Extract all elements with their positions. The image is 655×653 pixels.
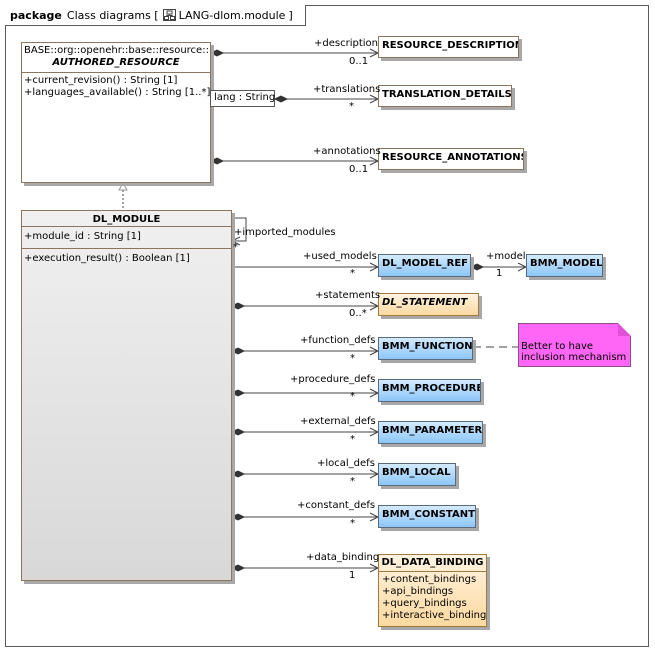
class-dl-model-ref[interactable]: DL_MODEL_REF bbox=[378, 254, 471, 277]
class-diagram-icon bbox=[162, 9, 176, 21]
frame-diagram-name[interactable]: LANG-dlom.module bbox=[178, 8, 286, 22]
authored-resource-header: BASE::org::openehr::base::resource:: AUT… bbox=[22, 43, 210, 73]
authored-resource-class[interactable]: BASE::org::openehr::base::resource:: AUT… bbox=[21, 42, 211, 183]
role-local-defs: +local_defs bbox=[317, 458, 375, 469]
mult-constant-defs: * bbox=[350, 518, 355, 529]
mult-model: 1 bbox=[496, 268, 503, 279]
package-frame bbox=[5, 5, 649, 647]
operation-languages-available: +languages_available() : String [1..*] bbox=[24, 87, 211, 98]
class-resource-description[interactable]: RESOURCE_DESCRIPTION bbox=[378, 36, 519, 58]
dl-module-class[interactable]: DL_MODULE +module_id : String [1] +execu… bbox=[21, 210, 232, 581]
mult-annotations: 0..1 bbox=[349, 164, 369, 175]
mult-local-defs: * bbox=[350, 476, 355, 487]
mult-external-defs: * bbox=[350, 434, 355, 445]
mult-description: 0..1 bbox=[349, 56, 369, 67]
class-translation-details[interactable]: TRANSLATION_DETAILS bbox=[378, 85, 512, 107]
lang-qualifier: lang : String bbox=[210, 90, 275, 107]
dl-module-name: DL_MODULE bbox=[22, 211, 231, 227]
class-bmm-procedure[interactable]: BMM_PROCEDURE bbox=[378, 379, 481, 402]
note-text: Better to have inclusion mechanism bbox=[521, 341, 627, 363]
mult-statements: 0..* bbox=[349, 308, 367, 319]
mult-procedure-defs: * bbox=[350, 391, 355, 402]
dl-data-binding-attributes: +content_bindings +api_bindings +query_b… bbox=[379, 572, 486, 624]
frame-title-prefix: Class diagrams [ bbox=[66, 8, 159, 22]
class-bmm-model[interactable]: BMM_MODEL bbox=[526, 254, 603, 277]
role-external-defs: +external_defs bbox=[300, 416, 376, 427]
role-description: +description bbox=[314, 38, 378, 49]
class-dl-data-binding[interactable]: DL_DATA_BINDING +content_bindings +api_b… bbox=[378, 554, 487, 627]
attribute-content-bindings: +content_bindings bbox=[382, 574, 477, 585]
mult-imported-modules: * bbox=[233, 242, 238, 253]
authored-resource-namespace: BASE::org::openehr::base::resource:: bbox=[24, 45, 209, 56]
role-used-models: +used_models bbox=[303, 251, 377, 262]
class-bmm-local[interactable]: BMM_LOCAL bbox=[378, 463, 456, 486]
attribute-api-bindings: +api_bindings bbox=[382, 586, 454, 597]
role-constant-defs: +constant_defs bbox=[297, 500, 376, 511]
attribute-module-id: +module_id : String [1] bbox=[24, 231, 141, 242]
frame-title-suffix: ] bbox=[288, 8, 293, 22]
frame-title-tab: package Class diagrams [ LANG-dlom.modul… bbox=[5, 5, 306, 26]
dl-module-attributes: +module_id : String [1] bbox=[22, 227, 231, 249]
mult-used-models: * bbox=[350, 268, 355, 279]
role-translations: +translations bbox=[313, 84, 381, 95]
role-function-defs: +function_defs bbox=[300, 335, 376, 346]
class-bmm-parameter[interactable]: BMM_PARAMETER bbox=[378, 421, 483, 444]
class-bmm-function[interactable]: BMM_FUNCTION bbox=[378, 337, 473, 360]
mult-data-binding: 1 bbox=[349, 570, 356, 581]
comment-note[interactable]: Better to have inclusion mechanism bbox=[518, 323, 631, 367]
role-annotations: +annotations bbox=[313, 146, 381, 157]
authored-resource-name: AUTHORED_RESOURCE bbox=[52, 57, 180, 68]
role-imported-modules: +imported_modules bbox=[234, 227, 336, 238]
authored-resource-operations: +current_revision() : String [1] +langua… bbox=[22, 73, 210, 101]
class-bmm-constant[interactable]: BMM_CONSTANT bbox=[378, 505, 476, 528]
operation-execution-result: +execution_result() : Boolean [1] bbox=[24, 253, 190, 264]
attribute-query-bindings: +query_bindings bbox=[382, 598, 467, 609]
attribute-interactive-bindings: +interactive_bindings bbox=[382, 610, 487, 621]
role-procedure-defs: +procedure_defs bbox=[290, 374, 376, 385]
role-statements: +statements bbox=[315, 290, 381, 301]
class-dl-statement[interactable]: DL_STATEMENT bbox=[378, 293, 479, 316]
frame-keyword: package bbox=[10, 8, 62, 22]
dl-data-binding-name: DL_DATA_BINDING bbox=[379, 555, 486, 572]
class-resource-annotations[interactable]: RESOURCE_ANNOTATIONS bbox=[378, 148, 524, 170]
mult-function-defs: * bbox=[350, 353, 355, 364]
dl-module-operations: +execution_result() : Boolean [1] bbox=[22, 249, 231, 269]
operation-current-revision: +current_revision() : String [1] bbox=[24, 75, 178, 86]
role-data-binding: +data_binding bbox=[306, 552, 380, 563]
role-model: +model bbox=[486, 251, 526, 262]
mult-translations: * bbox=[349, 101, 354, 112]
